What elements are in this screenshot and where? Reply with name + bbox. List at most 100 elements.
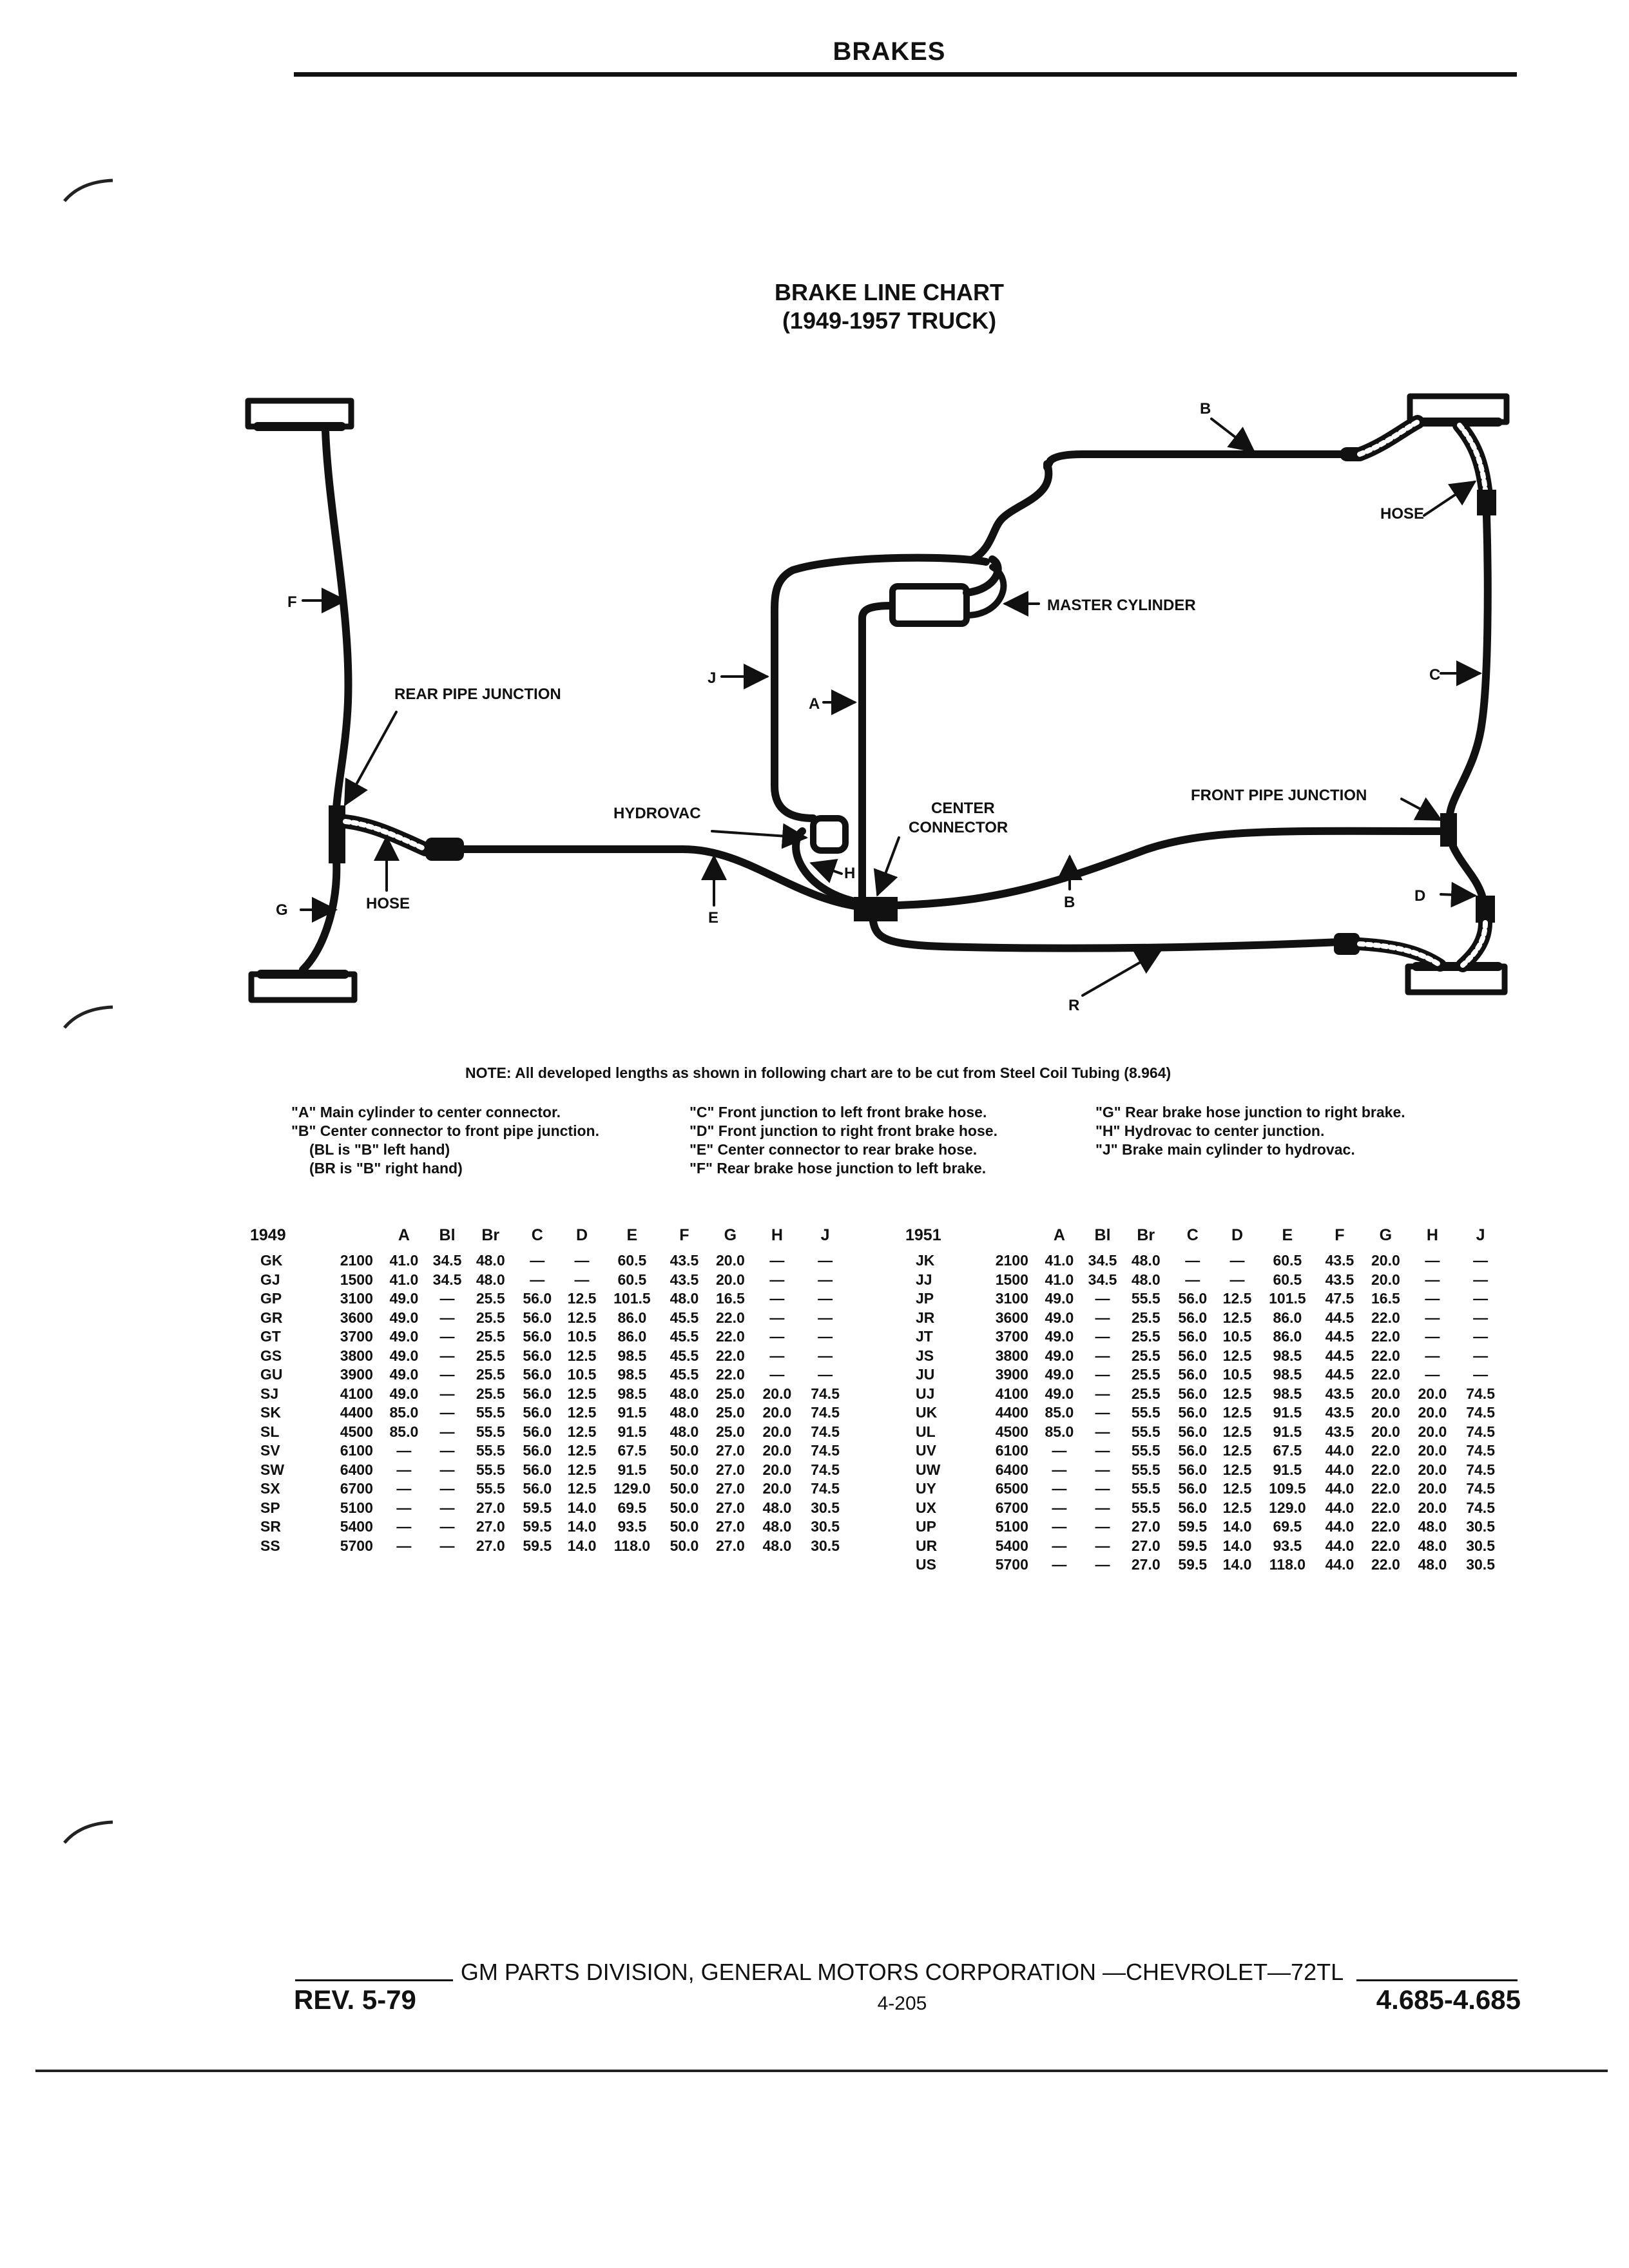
length-cell: 10.5 — [567, 1366, 597, 1383]
model-code-cell: JS — [916, 1347, 934, 1364]
length-cell: 34.5 — [1088, 1271, 1117, 1288]
length-cell: 86.0 — [617, 1328, 647, 1345]
length-cell: 48.0 — [670, 1290, 699, 1307]
wheelbase-code-cell: 6700 — [340, 1480, 373, 1497]
wheelbase-code-cell: 1500 — [340, 1271, 373, 1288]
model-code-cell: GR — [260, 1309, 283, 1326]
length-cell: 59.5 — [523, 1499, 552, 1516]
length-cell: 25.5 — [476, 1385, 505, 1402]
line-b-top — [969, 450, 1351, 563]
length-cell: — — [439, 1537, 455, 1554]
length-cell: — — [1229, 1271, 1245, 1288]
length-cell: 56.0 — [1178, 1404, 1208, 1421]
length-cell: — — [396, 1518, 412, 1535]
length-cell: 48.0 — [670, 1385, 699, 1402]
length-cell: — — [396, 1537, 412, 1554]
length-cell: 14.0 — [1222, 1518, 1252, 1535]
wheelbase-code-cell: 3600 — [995, 1309, 1028, 1326]
length-cell: 12.5 — [567, 1347, 597, 1364]
length-cell: — — [396, 1499, 412, 1516]
length-cell: 49.0 — [389, 1309, 419, 1326]
model-code-cell: JK — [916, 1252, 935, 1269]
length-cell: 98.5 — [1273, 1385, 1302, 1402]
line-c — [1445, 512, 1492, 825]
length-cell: 59.5 — [1178, 1556, 1208, 1573]
length-cell: 91.5 — [617, 1461, 647, 1478]
length-cell: 56.0 — [1178, 1442, 1208, 1459]
length-cell: 85.0 — [389, 1404, 419, 1421]
length-cell: 49.0 — [1045, 1366, 1074, 1383]
length-cell: — — [1052, 1442, 1067, 1459]
length-cell: 49.0 — [1045, 1309, 1074, 1326]
length-cell: 25.0 — [716, 1385, 745, 1402]
model-code-cell: SR — [260, 1518, 281, 1535]
length-cell: 16.5 — [1371, 1290, 1400, 1307]
legend-column-1: "A" Main cylinder to center connector. "… — [291, 1103, 599, 1178]
model-code-cell: US — [916, 1556, 936, 1573]
length-cell: 56.0 — [1178, 1309, 1208, 1326]
line-r — [869, 918, 1344, 952]
length-cell: — — [818, 1271, 833, 1288]
length-cell: — — [530, 1271, 545, 1288]
length-cell: — — [439, 1423, 455, 1440]
model-code-cell: SJ — [260, 1385, 279, 1402]
length-cell: 74.5 — [811, 1423, 840, 1440]
length-cell: 14.0 — [567, 1518, 597, 1535]
length-cell: 12.5 — [567, 1461, 597, 1478]
length-cell: 22.0 — [1371, 1442, 1400, 1459]
wheelbase-code-cell: 4100 — [995, 1385, 1028, 1402]
model-code-cell: GK — [260, 1252, 283, 1269]
length-cell: 27.0 — [716, 1499, 745, 1516]
line-f — [322, 427, 352, 812]
length-cell: — — [1052, 1518, 1067, 1535]
model-code-cell: SV — [260, 1442, 280, 1459]
chart-title-line-2: (1949-1957 TRUCK) — [782, 307, 997, 334]
column-header-d: D — [1231, 1225, 1244, 1244]
legend-h: "H" Hydrovac to center junction. — [1095, 1122, 1325, 1139]
legend-br: (BR is "B" right hand) — [309, 1160, 463, 1177]
footer-publisher: GM PARTS DIVISION, GENERAL MOTORS CORPOR… — [460, 1959, 1344, 1985]
length-cell: — — [1095, 1461, 1110, 1478]
length-cell: 50.0 — [670, 1518, 699, 1535]
length-cell: 91.5 — [1273, 1461, 1302, 1478]
length-cell: — — [1095, 1290, 1110, 1307]
column-header-a: A — [1053, 1225, 1065, 1244]
length-cell: 86.0 — [617, 1309, 647, 1326]
length-cell: 85.0 — [389, 1423, 419, 1440]
wheelbase-code-cell: 4400 — [340, 1404, 373, 1421]
column-header-e: E — [626, 1225, 638, 1244]
length-cell: 91.5 — [617, 1404, 647, 1421]
length-cell: 20.0 — [1418, 1385, 1447, 1402]
length-cell: 48.0 — [1418, 1556, 1447, 1573]
length-cell: 85.0 — [1045, 1423, 1074, 1440]
length-cell: 60.5 — [617, 1271, 647, 1288]
length-cell: 43.5 — [670, 1271, 699, 1288]
wheelbase-code-cell: 6700 — [995, 1499, 1028, 1516]
length-cell: 22.0 — [716, 1309, 745, 1326]
length-cell: 25.0 — [716, 1423, 745, 1440]
label-hydrovac: HYDROVAC — [613, 805, 701, 822]
length-cell: 86.0 — [1273, 1328, 1302, 1345]
length-cell: 12.5 — [567, 1309, 597, 1326]
length-cell: 14.0 — [567, 1537, 597, 1554]
length-cell: 43.5 — [1325, 1423, 1354, 1440]
length-cell: — — [1095, 1309, 1110, 1326]
length-cell: 91.5 — [1273, 1404, 1302, 1421]
length-cell: 45.5 — [670, 1347, 699, 1364]
length-cell: 30.5 — [811, 1518, 840, 1535]
master-cylinder — [889, 583, 970, 627]
column-header-h: H — [771, 1225, 783, 1244]
length-cell: 56.0 — [1178, 1347, 1208, 1364]
length-cell: 49.0 — [389, 1366, 419, 1383]
page-bottom-rule — [35, 2070, 1608, 2072]
wheelbase-code-cell: 2100 — [340, 1252, 373, 1269]
